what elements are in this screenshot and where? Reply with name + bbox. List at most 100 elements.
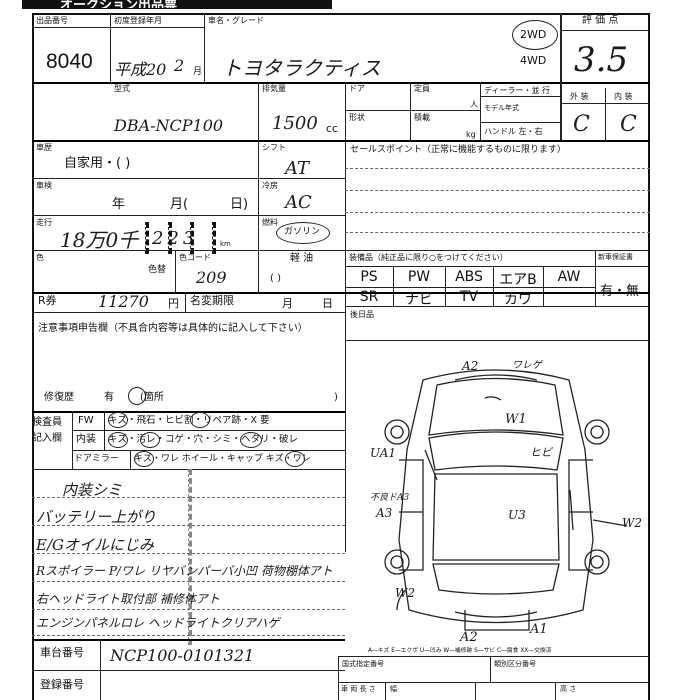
- model-label: 車名・グレード: [208, 16, 264, 25]
- door-label: ドア: [349, 84, 365, 93]
- recycle-label: R券: [38, 294, 57, 307]
- equipment-sr: SR: [359, 289, 379, 305]
- score-label: 評 価 点: [582, 15, 619, 26]
- lot-label: 出品番号: [36, 16, 68, 25]
- note-line-1: 内装シミ: [62, 481, 123, 499]
- first-reg-era: 平成20: [114, 60, 167, 79]
- prev-reg-label: 国式指定番号: [342, 660, 384, 668]
- usage-value: 自家用・( ): [64, 156, 131, 171]
- rear-seat-label: 後日品: [350, 310, 374, 319]
- type-label: 型式: [114, 84, 130, 93]
- mark-circle: [285, 451, 305, 467]
- notes-label: 注意事項申告欄（不具合内容等は具体的に記入して下さい）: [38, 323, 308, 334]
- header-banner: オークション出品票: [60, 0, 320, 8]
- width-label: 幅: [390, 685, 397, 693]
- repair-parts-label: (箇所: [140, 392, 164, 403]
- interior-label: 内 装: [614, 92, 633, 101]
- color-code-label: 色コード: [179, 253, 211, 262]
- category-label: 類別区分番号: [494, 660, 536, 668]
- mileage-unit: km: [220, 240, 231, 248]
- repair-history-value: 有: [104, 392, 114, 403]
- inspector-label-1: 検査員: [32, 417, 62, 428]
- equipment-navi: ナビ: [405, 292, 433, 308]
- equipment-ps: PS: [360, 269, 378, 285]
- interior-grade: C: [620, 112, 637, 137]
- equipment-abs: ABS: [455, 269, 483, 285]
- diagram-mark-a3: A3: [376, 506, 393, 520]
- header-banner-text: オークション出品票: [60, 0, 178, 8]
- shift-label: シフト: [262, 143, 286, 152]
- exterior-label: 外 装: [570, 92, 589, 101]
- fuel-paren: ( ): [270, 273, 281, 284]
- cc-label: 排気量: [262, 84, 286, 93]
- fuel-value: ガソリン: [284, 227, 321, 237]
- load-label: 積載: [414, 113, 430, 122]
- equipment-tv: TV: [459, 289, 479, 305]
- diagram-mark-a3-left: 不良ドA3: [370, 493, 410, 503]
- recycle-amount: 11270: [98, 292, 149, 311]
- new-car-warranty-label: 新車保証書: [598, 253, 633, 261]
- exterior-grade: C: [573, 112, 590, 137]
- mileage-digits: 223: [152, 228, 199, 249]
- note-line-4: Rスポイラー P/ワレ リヤバンパーバ小凹 荷物棚体アト: [36, 564, 333, 578]
- shift-value: AT: [285, 158, 310, 179]
- reg-label: 登録番号: [40, 678, 84, 691]
- handle-label: ハンドル 左・右: [484, 127, 543, 136]
- diagram-mark-w1: W1: [505, 412, 527, 427]
- inspector-label-2: 記入欄: [32, 433, 62, 444]
- diagram-mark-a2-top: A2: [462, 359, 479, 373]
- repair-history-label: 修復歴: [44, 392, 74, 403]
- fuel-circle: [276, 222, 330, 244]
- first-reg-month-unit: 月: [193, 67, 203, 77]
- damage-legend: A―キズ E―エクボ U―凹み W―補修跡 S―サビ C―腐食 XX―交換済: [368, 648, 552, 654]
- diagram-mark-w2-left: W2: [395, 586, 415, 600]
- diagram-mark-w2-right: W2: [622, 516, 642, 530]
- mark-circle: [140, 432, 160, 448]
- model-year-label: モデル年式: [484, 104, 519, 112]
- light-oil-label: 軽 油: [290, 253, 314, 264]
- inspection-month: 月(: [170, 197, 189, 212]
- score-value: 3.5: [574, 40, 629, 80]
- inspection-day: 日): [230, 197, 249, 212]
- owner-change-label: 名変期限: [190, 294, 234, 307]
- form-frame: [32, 13, 650, 700]
- inspector-row-interior-head: 内装: [76, 434, 96, 445]
- diagram-mark-a1: A1: [530, 622, 548, 637]
- first-reg-label: 初度登録年月: [114, 16, 162, 25]
- color-label: 色: [36, 253, 44, 262]
- inspection-year: 年: [112, 197, 126, 212]
- cooling-label: 冷房: [262, 181, 278, 190]
- owner-change-day: 日: [322, 297, 333, 310]
- inspector-row-fw-text: キズ・飛石・ヒビ割・リペア跡・X 要: [108, 415, 270, 426]
- length-label: 車 両 長 さ: [341, 685, 376, 693]
- cc-unit: cc: [326, 122, 339, 135]
- note-line-5: 右ヘッドライト取付部 補修体アト: [36, 592, 220, 606]
- model-name: トヨタラクティス: [222, 56, 381, 80]
- capacity-unit: 人: [470, 100, 478, 109]
- type-value: DBA-NCP100: [114, 116, 224, 135]
- owner-change-month: 月: [282, 297, 293, 310]
- cc-value: 1500: [272, 113, 318, 134]
- equipment-pw: PW: [407, 269, 431, 285]
- header-banner-bar: [22, 0, 332, 9]
- inspector-row-interior-text: キズ・汚レ・コゲ・穴・シミ・ヘタリ・破レ: [108, 434, 299, 445]
- usage-label: 車歴: [36, 143, 52, 152]
- note-line-6: エンジンパネルロレ ヘッドライトクリアハゲ: [36, 616, 280, 630]
- mileage-label: 走行: [36, 218, 52, 227]
- mark-circle: [134, 451, 154, 467]
- shape-label: 形状: [349, 113, 365, 122]
- mark-circle: [240, 432, 262, 448]
- mileage-value: 18万0千: [60, 228, 139, 252]
- car-damage-diagram: [384, 369, 628, 631]
- repair-parts-close: ): [334, 392, 338, 403]
- diagram-mark-hibi: ヒビ: [530, 446, 552, 459]
- mark-circle: [108, 432, 128, 448]
- dealer-label: ディーラー・並 行: [484, 86, 550, 95]
- note-line-3: E/Gオイルにじみ: [36, 536, 154, 554]
- equipment-airbag: エアB: [499, 272, 537, 288]
- mark-circle: [108, 412, 128, 428]
- inspector-row-mirror-text: キズ・ワレ ホイール・キャップ キズ・ワレ: [134, 454, 311, 464]
- repair-history-circle: [128, 387, 146, 405]
- equipment-leather: カワ: [504, 292, 532, 308]
